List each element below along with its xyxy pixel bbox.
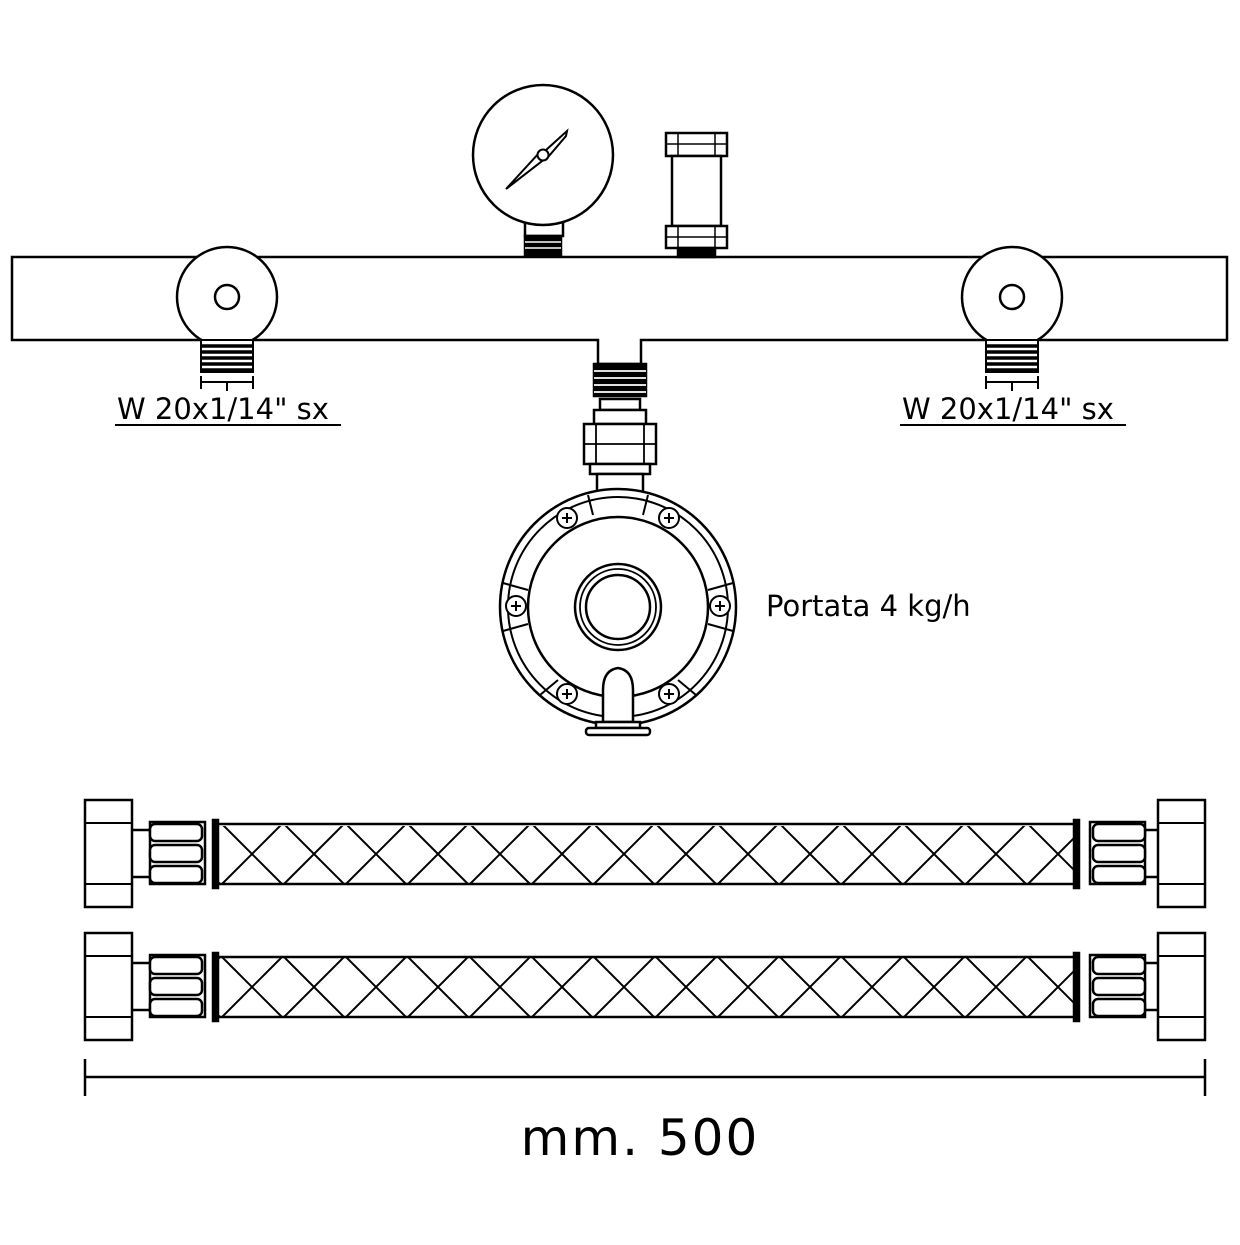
braided-hose-icon [83, 798, 1207, 909]
braid-strand [407, 958, 469, 1016]
braid-strand [221, 826, 282, 884]
braid-strand [655, 958, 717, 1016]
length-label: mm. 500 [521, 1109, 760, 1167]
braid-strand [283, 958, 345, 1016]
braid-strand [345, 826, 406, 884]
braid-strand [717, 958, 779, 1016]
left-valve-knob-icon [175, 245, 279, 349]
braid-strand [221, 958, 283, 1016]
braid-strand [531, 826, 592, 884]
left-thread-label: W 20x1/14" sx [117, 392, 329, 426]
braid-strand [345, 958, 407, 1016]
valve-cylinder-icon [664, 131, 729, 259]
pressure-gauge-icon [471, 83, 615, 258]
left-thread-dimension [200, 376, 254, 391]
braid-strand [655, 826, 716, 884]
pressure-regulator-icon [498, 487, 738, 737]
right-thread-dimension [985, 376, 1039, 391]
braid-strand [593, 958, 655, 1016]
left-thread-icon [200, 339, 254, 373]
braid-strand [469, 958, 531, 1016]
braid-strand [903, 826, 964, 884]
central-fitting-icon [582, 362, 658, 494]
braid-strand [903, 958, 965, 1016]
braid-strand [965, 958, 1027, 1016]
braid-strand [841, 826, 902, 884]
braid-strand [1027, 836, 1074, 884]
braid-strand [841, 958, 903, 1016]
braid-strand [593, 826, 654, 884]
length-dimension-line [83, 1059, 1207, 1096]
braid-strand [407, 826, 468, 884]
braid-strand [1027, 969, 1074, 1016]
braid-strand [531, 958, 593, 1016]
right-valve-knob-icon [960, 245, 1064, 349]
braid-strand [717, 826, 778, 884]
braid-strand [779, 958, 841, 1016]
braided-hose-icon [83, 931, 1207, 1042]
regulator-screw-icon [505, 507, 731, 705]
braid-strand [779, 826, 840, 884]
right-thread-icon [985, 339, 1039, 373]
braid-strand [283, 826, 344, 884]
braid-strand [469, 826, 530, 884]
right-thread-label: W 20x1/14" sx [902, 392, 1114, 426]
flow-rate-label: Portata 4 kg/h [766, 589, 971, 623]
braid-strand [965, 826, 1026, 884]
